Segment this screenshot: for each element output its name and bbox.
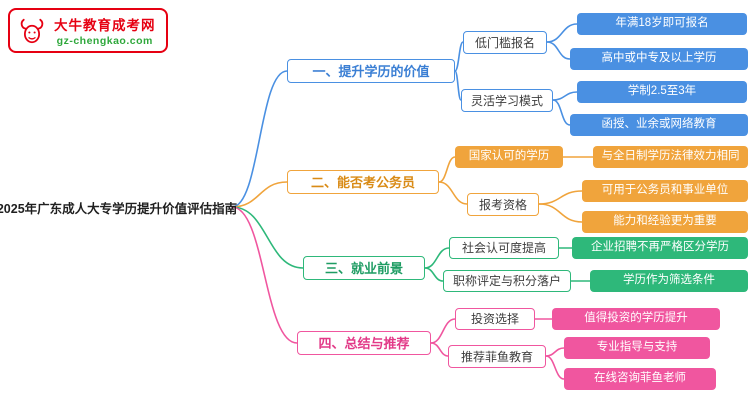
connector (546, 23, 578, 43)
connector (438, 156, 456, 183)
leaf-legal-equivalence: 与全日制学历法律效力相同 (593, 146, 748, 168)
subtopic-recommend-feiyu: 推荐菲鱼教育 (448, 345, 546, 368)
connector (438, 181, 468, 205)
subtopic-eligibility: 报考资格 (467, 193, 539, 216)
subtopic-flexible-learning: 灵活学习模式 (461, 89, 553, 112)
subtopic-investment-choice: 投资选择 (455, 308, 535, 330)
connector (546, 41, 571, 60)
bull-icon (20, 18, 44, 43)
branch-1-value: 一、提升学历的价值 (287, 59, 455, 83)
subtopic-state-recognized: 国家认可的学历 (455, 146, 563, 168)
connector (552, 91, 578, 101)
branch-4-summary: 四、总结与推荐 (297, 331, 431, 355)
subtopic-low-threshold: 低门槛报名 (463, 31, 547, 54)
connector (231, 206, 304, 269)
connector (231, 206, 298, 344)
connector (538, 190, 583, 205)
connector (545, 355, 565, 380)
leaf-screening-criterion: 学历作为筛选条件 (590, 270, 748, 292)
logo-text: 大牛教育成考网 gz-chengkao.com (54, 14, 156, 47)
connector (231, 181, 288, 208)
connector (545, 347, 565, 357)
leaf-hiring-no-strict-distinction: 企业招聘不再严格区分学历 (572, 237, 748, 259)
branch-3-employment: 三、就业前景 (303, 256, 425, 280)
connector (454, 70, 462, 101)
connector (538, 203, 583, 223)
connector (454, 41, 464, 72)
connector (424, 247, 450, 269)
connector (552, 99, 571, 126)
leaf-worth-investment: 值得投资的学历提升 (552, 308, 720, 330)
subtopic-title-and-residency: 职称评定与积分落户 (443, 270, 571, 292)
connector (430, 318, 456, 344)
leaf-duration: 学制2.5至3年 (577, 81, 747, 103)
site-name: 大牛教育成考网 (54, 18, 156, 33)
leaf-ability-experience: 能力和经验更为重要 (582, 211, 748, 233)
leaf-learning-modes: 函授、业余或网络教育 (570, 114, 748, 136)
leaf-civil-service-use: 可用于公务员和事业单位 (582, 180, 748, 202)
site-logo[interactable]: 大牛教育成考网 gz-chengkao.com (8, 8, 168, 53)
connector (231, 70, 288, 208)
leaf-age-18: 年满18岁即可报名 (577, 13, 747, 35)
leaf-highschool-or-above: 高中或中专及以上学历 (570, 48, 748, 70)
connector (424, 267, 444, 282)
leaf-professional-guidance: 专业指导与支持 (564, 337, 710, 359)
mindmap-root-topic: 2025年广东成人大专学历提升价值评估指南 (0, 201, 238, 216)
branch-2-civil-service: 二、能否考公务员 (287, 170, 439, 194)
site-domain: gz-chengkao.com (56, 35, 153, 47)
leaf-online-consult: 在线咨询菲鱼老师 (564, 368, 716, 390)
connector (430, 342, 449, 357)
subtopic-social-recognition: 社会认可度提高 (449, 237, 559, 259)
